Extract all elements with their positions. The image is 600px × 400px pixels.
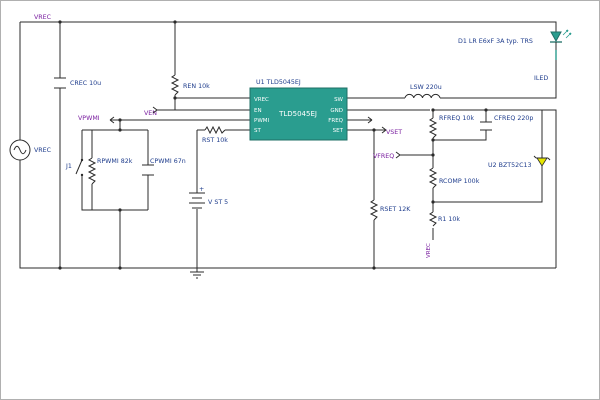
rcomp-resistor[interactable] xyxy=(428,167,438,189)
wires xyxy=(19,21,557,272)
cfreq-capacitor[interactable] xyxy=(480,121,492,131)
ic-part-inside: TLD5045EJ xyxy=(278,110,317,118)
freq-arrow xyxy=(367,116,373,124)
cpwmi-label: CPWMI 67n xyxy=(150,158,186,165)
rset-resistor[interactable] xyxy=(369,199,379,221)
vrec-bottom-net-label: VREC xyxy=(426,243,432,258)
j1-label: J1 xyxy=(65,163,72,170)
vst-label: V ST 5 xyxy=(208,199,228,206)
u2-label: U2 BZT52C13 xyxy=(488,162,532,169)
vrec-ac-source[interactable] xyxy=(9,139,31,161)
rcomp-label: RCOMP 100k xyxy=(439,178,480,185)
rst-label: RST 10k xyxy=(202,137,228,144)
ic-u1[interactable]: VREC EN PWMI ST SW GND FREQ SET TLD5045E… xyxy=(249,87,348,141)
vpwmi-net-label: VPWMI xyxy=(78,115,100,122)
rst-resistor[interactable] xyxy=(204,125,226,135)
rfreq-resistor[interactable] xyxy=(428,117,438,139)
ground-symbol xyxy=(190,271,204,279)
crec-capacitor[interactable] xyxy=(54,77,66,89)
cfreq-label: CFREQ 220p xyxy=(494,115,533,122)
crec-label: CREC 10u xyxy=(70,80,101,87)
ven-arrow xyxy=(152,106,158,114)
ic-pin-st: ST xyxy=(254,128,261,134)
junctions xyxy=(58,20,488,270)
vrec-source-label: VREC xyxy=(34,147,52,154)
ic-pin-freq: FREQ xyxy=(328,118,343,124)
ven-net-label: VEN xyxy=(144,110,157,117)
vrec-net-label: VREC xyxy=(34,14,52,21)
rpwmi-label: RPWMI 82k xyxy=(97,158,133,165)
d1-led[interactable] xyxy=(550,29,572,50)
r1-label: R1 10k xyxy=(438,216,460,223)
ic-pin-gnd: GND xyxy=(330,108,343,114)
ic-label: U1 TLD5045EJ xyxy=(256,79,301,86)
vset-arrow xyxy=(381,126,387,134)
vset-net-label: VSET xyxy=(386,129,402,136)
ic-pin-pwmi: PWMI xyxy=(254,118,270,124)
svg-text:+: + xyxy=(199,186,204,193)
vst-battery[interactable]: + xyxy=(189,186,205,209)
lsw-label: LSW 220u xyxy=(410,84,442,91)
rset-label: RSET 12K xyxy=(380,206,411,213)
ic-pin-set: SET xyxy=(333,128,344,134)
lsw-inductor[interactable] xyxy=(404,93,441,99)
ic-pin-vrec: VREC xyxy=(254,97,269,103)
j1-switch[interactable] xyxy=(75,158,84,177)
vfreq-arrow xyxy=(395,151,401,159)
rpwmi-resistor[interactable] xyxy=(87,157,97,185)
ic-pin-en: EN xyxy=(254,108,262,114)
u2-zener[interactable] xyxy=(533,154,551,172)
d1-label: D1 LR E6xF 3A typ. TRS xyxy=(458,38,533,45)
vpwmi-arrow xyxy=(109,116,115,124)
ic-pin-sw: SW xyxy=(334,97,343,103)
vfreq-net-label: VFREQ xyxy=(373,153,394,160)
ren-label: REN 10k xyxy=(183,83,210,90)
iled-label: ILED xyxy=(534,75,548,82)
r1-resistor[interactable] xyxy=(428,211,438,227)
cpwmi-capacitor[interactable] xyxy=(142,164,154,176)
ren-resistor[interactable] xyxy=(170,74,180,96)
rfreq-label: RFREQ 10k xyxy=(439,115,474,122)
